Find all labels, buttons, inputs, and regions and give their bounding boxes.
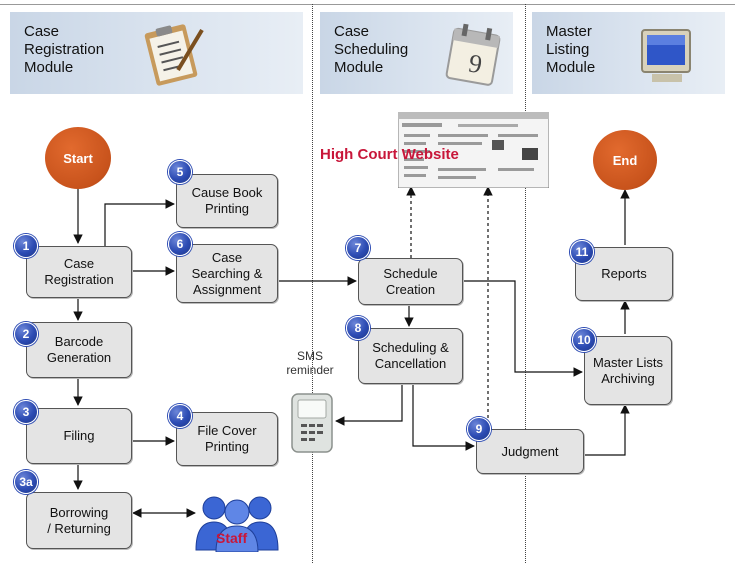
sms-device-icon <box>291 393 333 453</box>
step-file-cover-printing: File Cover Printing <box>176 412 278 466</box>
website-screenshot-icon <box>398 112 549 188</box>
step-3-label: Filing <box>63 428 95 443</box>
svg-text:9: 9 <box>466 48 484 79</box>
step-schedule-creation: Schedule Creation <box>358 258 463 305</box>
start-label: Start <box>63 150 93 166</box>
step-5-badge: 5 <box>168 160 192 184</box>
step-case-registration: Case Registration <box>26 246 132 298</box>
module-divider-2 <box>525 4 526 563</box>
step-4-badge: 4 <box>168 404 192 428</box>
step-6-badge: 6 <box>168 232 192 256</box>
end-label: End <box>612 152 638 168</box>
master-module-title: Master Listing Module <box>546 23 596 76</box>
high-court-website-label: High Court Website <box>320 146 459 163</box>
step-2-badge: 2 <box>14 322 38 346</box>
step-11-badge: 11 <box>570 240 594 264</box>
calendar-icon: 9 <box>445 23 501 86</box>
staff-group-icon <box>195 496 279 552</box>
step-6-label: Case Searching & Assignment <box>191 249 263 297</box>
step-filing: Filing <box>26 408 132 464</box>
top-rule <box>0 4 735 5</box>
step-barcode-generation: Barcode Generation <box>26 322 132 378</box>
step-11-label: Reports <box>601 266 647 281</box>
step-master-lists-archiving: Master Lists Archiving <box>584 336 672 405</box>
master-module-header: Master Listing Module <box>532 12 725 94</box>
step-2-label: Barcode Generation <box>46 334 112 365</box>
step-8-badge: 8 <box>346 316 370 340</box>
registration-module-header: Case Registration Module <box>10 12 303 94</box>
step-scheduling-cancellation: Scheduling & Cancellation <box>358 328 463 384</box>
clipboard-icon <box>144 24 204 86</box>
step-9-label: Judgment <box>501 443 559 459</box>
module-divider-1 <box>312 4 313 563</box>
staff-label: Staff <box>216 530 248 546</box>
monitor-icon <box>641 29 691 82</box>
step-3a-badge: 3a <box>14 470 38 494</box>
step-10-label: Master Lists Archiving <box>592 354 664 386</box>
step-7-label: Schedule Creation <box>383 265 438 297</box>
scheduling-module-header: Case Scheduling Module 9 <box>320 12 513 94</box>
step-case-searching-assignment: Case Searching & Assignment <box>176 244 278 303</box>
step-1-badge: 1 <box>14 234 38 258</box>
step-1-label: Case Registration <box>44 256 114 287</box>
step-5-label: Cause Book Printing <box>191 185 263 216</box>
sms-reminder-label: SMS reminder <box>286 349 334 377</box>
step-3a-label: Borrowing / Returning <box>47 504 111 536</box>
step-3-badge: 3 <box>14 400 38 424</box>
step-9-badge: 9 <box>467 417 491 441</box>
step-7-badge: 7 <box>346 236 370 260</box>
scheduling-module-title: Case Scheduling Module <box>334 23 409 76</box>
start-terminal: Start <box>45 127 111 189</box>
step-reports: Reports <box>575 247 673 301</box>
step-judgment: Judgment <box>476 429 584 474</box>
step-4-label: File Cover Printing <box>197 423 257 454</box>
step-8-label: Scheduling & Cancellation <box>372 340 449 371</box>
registration-module-title: Case Registration Module <box>24 23 105 76</box>
step-borrowing-returning: Borrowing / Returning <box>26 492 132 549</box>
step-10-badge: 10 <box>572 328 596 352</box>
end-terminal: End <box>593 130 657 190</box>
step-cause-book-printing: Cause Book Printing <box>176 174 278 228</box>
